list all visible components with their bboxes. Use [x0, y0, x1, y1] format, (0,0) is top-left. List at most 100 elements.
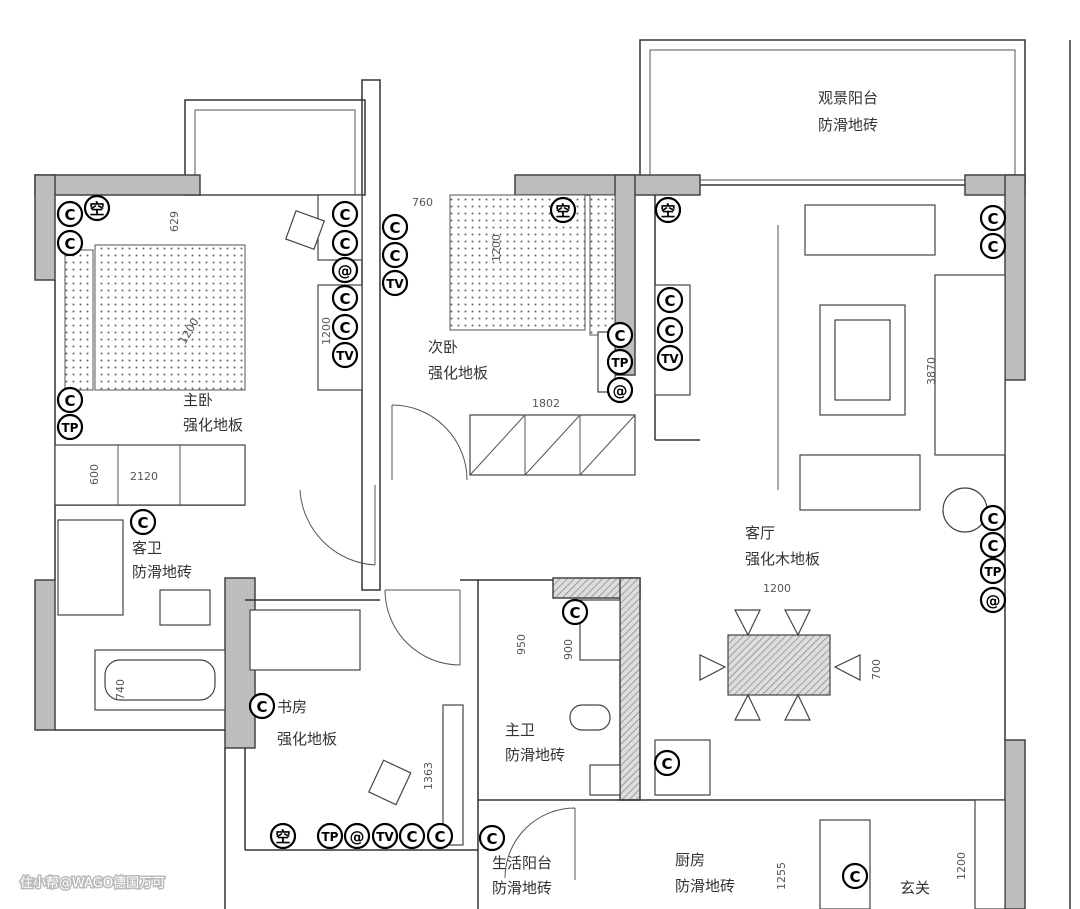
master-balcony — [184, 99, 366, 196]
dim-2120: 2120 — [130, 470, 158, 483]
outlet-circle — [316, 822, 344, 850]
room-name-viewing-balcony: 观景阳台 — [818, 89, 878, 107]
outlet-symbol: C — [406, 828, 417, 846]
dim-1200-entrance: 1200 — [955, 852, 968, 880]
socket-outlet-icon: C — [56, 229, 84, 257]
tv-outlet-icon: TV — [371, 822, 399, 850]
dim-dining-width: 1200 — [763, 582, 791, 595]
socket-outlet-icon: C — [56, 200, 84, 228]
outlet-circle — [979, 557, 1007, 585]
outlet-circle — [56, 200, 84, 228]
room-floor-study: 强化地板 — [277, 730, 337, 748]
outlet-symbol: C — [256, 698, 267, 716]
outlet-circle — [398, 822, 426, 850]
socket-outlet-icon: C — [331, 313, 359, 341]
outlet-circle — [381, 269, 409, 297]
outlet-symbol: TV — [376, 830, 394, 844]
outlet-circle — [841, 862, 869, 890]
socket-outlet-icon: C — [381, 241, 409, 269]
outlet-circle — [549, 196, 577, 224]
outlet-symbol: 空 — [660, 202, 675, 220]
socket-outlet-icon: C — [841, 862, 869, 890]
outlet-circle — [979, 531, 1007, 559]
tv-outlet-icon: TV — [381, 269, 409, 297]
outlet-circle — [606, 321, 634, 349]
outlet-symbol: C — [137, 514, 148, 532]
ac-outlet-icon: 空 — [654, 196, 682, 224]
socket-outlet-icon: C — [129, 508, 157, 536]
outlet-symbol: C — [339, 290, 350, 308]
outlet-circle — [606, 376, 634, 404]
outlet-symbol: C — [987, 238, 998, 256]
dim-950: 950 — [515, 634, 528, 655]
room-floor-second-bedroom: 强化地板 — [428, 364, 488, 382]
outlet-symbol: C — [661, 755, 672, 773]
outlet-symbol: C — [64, 392, 75, 410]
socket-outlet-icon: C — [426, 822, 454, 850]
room-floor-master-bedroom: 强化地板 — [183, 416, 243, 434]
outlet-circle — [979, 204, 1007, 232]
outlet-symbol: 空 — [275, 828, 290, 846]
outlet-circle — [653, 749, 681, 777]
outlet-symbol: C — [664, 322, 675, 340]
room-floor-utility-balcony: 防滑地砖 — [492, 879, 552, 897]
outlet-circle — [371, 822, 399, 850]
socket-outlet-icon: C — [248, 692, 276, 720]
room-name-utility-balcony: 生活阳台 — [492, 854, 552, 872]
furniture — [54, 194, 1006, 909]
room-floor-kitchen: 防滑地砖 — [675, 877, 735, 895]
outlet-circle — [129, 508, 157, 536]
outlet-symbol: C — [64, 206, 75, 224]
socket-outlet-icon: C — [561, 598, 589, 626]
outlet-symbol: C — [339, 235, 350, 253]
outlet-circle — [979, 232, 1007, 260]
outlet-symbol: @ — [350, 828, 365, 846]
dim-1363: 1363 — [422, 762, 435, 790]
outlet-symbol: C — [987, 537, 998, 555]
dim-3870: 3870 — [925, 357, 938, 385]
outlet-symbol: C — [614, 327, 625, 345]
outlet-circle — [656, 344, 684, 372]
dim-dining-height: 700 — [870, 659, 883, 680]
outlet-symbol: TP — [62, 421, 79, 435]
ac-outlet-icon: 空 — [83, 194, 111, 222]
phone-outlet-icon: TP — [606, 348, 634, 376]
outlet-symbol: TV — [386, 277, 404, 291]
network-outlet-icon: @ — [979, 586, 1007, 614]
socket-outlet-icon: C — [979, 504, 1007, 532]
phone-outlet-icon: TP — [316, 822, 344, 850]
room-name-second-bedroom: 次卧 — [428, 338, 458, 356]
outlet-symbol: 空 — [89, 200, 104, 218]
outlet-circle — [654, 196, 682, 224]
room-labels: 观景阳台 防滑地砖 主卧 强化地板 次卧 强化地板 客厅 强化木地板 客卫 防滑… — [132, 89, 930, 897]
watermark: 住小帮@WAGO德国万可 — [20, 876, 165, 891]
outlet-symbol: C — [434, 828, 445, 846]
outlet-circle — [56, 386, 84, 414]
outlet-circle — [381, 213, 409, 241]
outlet-symbol: 空 — [555, 202, 570, 220]
network-outlet-icon: @ — [343, 822, 371, 850]
outlet-circle — [381, 241, 409, 269]
outlet-circle — [979, 586, 1007, 614]
ac-outlet-icon: 空 — [269, 822, 297, 850]
phone-outlet-icon: TP — [979, 557, 1007, 585]
socket-outlet-icon: C — [478, 824, 506, 852]
outlet-symbol: C — [339, 319, 350, 337]
ac-outlet-icon: 空 — [549, 196, 577, 224]
socket-outlet-icon: C — [656, 286, 684, 314]
doors — [299, 404, 576, 880]
outlet-circle — [56, 229, 84, 257]
outlet-symbol: @ — [613, 382, 628, 400]
outlet-symbol: TP — [322, 830, 339, 844]
socket-outlet-icon: C — [56, 386, 84, 414]
room-name-guest-bathroom: 客卫 — [132, 539, 162, 557]
room-floor-living-room: 强化木地板 — [745, 550, 820, 568]
socket-outlet-icon: C — [381, 213, 409, 241]
outlet-symbol: TV — [336, 349, 354, 363]
socket-outlet-icon: C — [606, 321, 634, 349]
socket-outlet-icon: C — [653, 749, 681, 777]
socket-outlet-icon: C — [398, 822, 426, 850]
room-name-study: 书房 — [277, 698, 307, 716]
